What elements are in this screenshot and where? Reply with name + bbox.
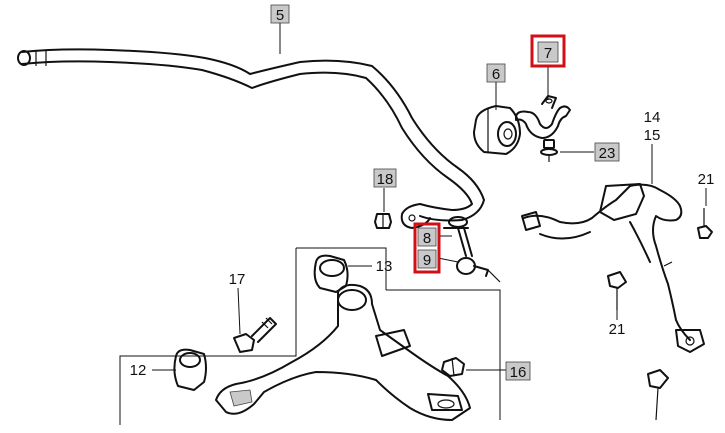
lower-arm-nut[interactable] [441,357,465,377]
callout-23-label: 23 [599,145,616,162]
stabilizer-bar[interactable] [17,48,485,229]
callout-9-label: 9 [423,252,431,269]
callout-8-9-highlight [413,222,441,274]
callout-7: 7 [530,34,566,68]
callout-5: 5 [270,4,290,24]
arm-rear-bushing[interactable] [173,348,207,391]
sensor-bolt-bottom[interactable] [647,369,669,421]
callout-21-lower-label: 21 [609,321,626,338]
lower-arm-group-frame [119,247,501,425]
callout-21-right-label: 21 [698,171,715,188]
sensor-bolt-right[interactable] [697,208,713,239]
callout-18: 18 [373,168,397,188]
callout-23: 23 [594,142,620,162]
stabilizer-link[interactable] [443,216,501,283]
callout-8-9: 8 9 [413,222,441,274]
leader-lines [152,22,707,371]
callout-8-label: 8 [423,230,431,247]
callout-16: 16 [505,361,531,381]
callout-18-label: 18 [377,171,394,188]
flange-bolt[interactable] [540,139,558,162]
callout-7-highlight [530,34,566,68]
callout-6: 6 [486,63,506,83]
self-locking-nut[interactable] [374,213,392,229]
arm-front-bushing[interactable] [313,254,349,293]
bushing-holder[interactable] [515,95,571,139]
callout-15-label: 15 [644,127,661,144]
callout-13-label: 13 [376,258,393,275]
stabilizer-bushing[interactable] [473,105,521,155]
callout-16-label: 16 [510,364,527,381]
lower-arm[interactable] [215,283,471,421]
callout-6-label: 6 [492,66,500,83]
callout-7-label: 7 [544,45,552,62]
callout-14-label: 14 [644,109,661,126]
callout-12-label: 12 [130,362,147,379]
callout-17-label: 17 [229,271,246,288]
callout-5-label: 5 [276,7,284,24]
arm-mounting-bolt[interactable] [233,317,277,353]
sensor-bolt-lower[interactable] [607,271,627,310]
wheel-sensor-harness[interactable] [521,183,705,353]
